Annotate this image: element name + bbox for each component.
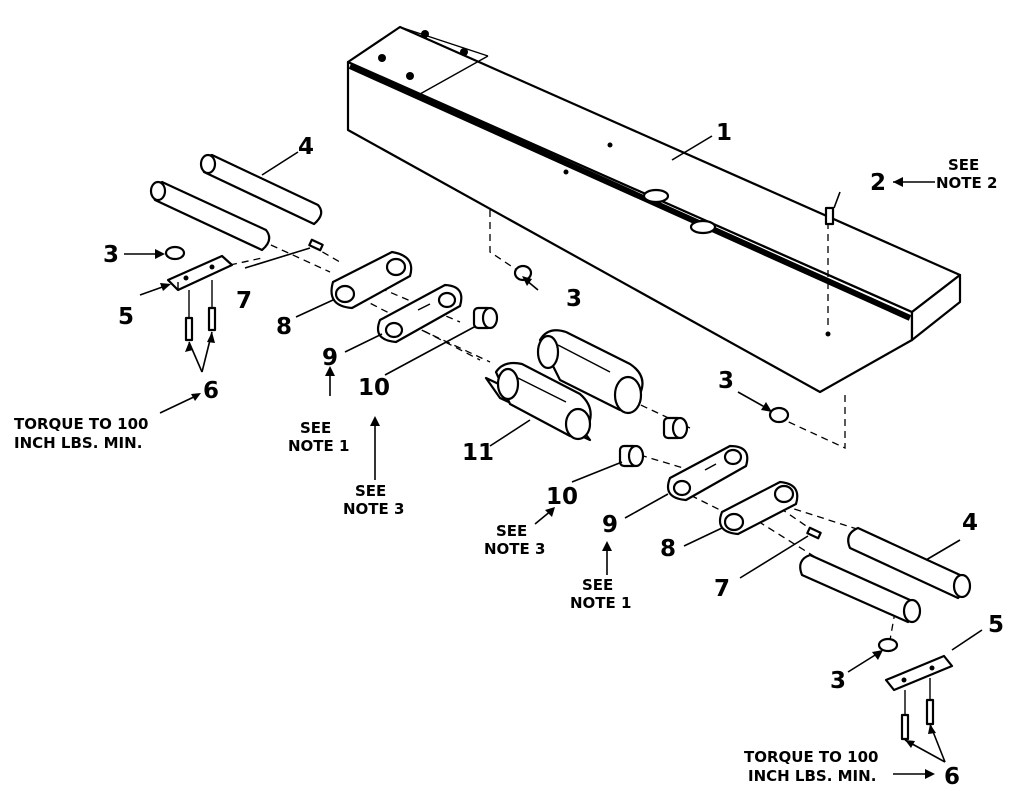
callout-8-right: 8 (660, 536, 676, 562)
see-note-1-right-line2: NOTE 1 (570, 594, 631, 612)
torque-note-left-line2: INCH LBS. MIN. (14, 434, 142, 452)
see-note-2-line2: NOTE 2 (936, 174, 997, 192)
see-note-3-left-line2: NOTE 3 (343, 500, 404, 518)
callout-8-left: 8 (276, 314, 292, 340)
callout-9-left: 9 (322, 345, 338, 371)
screw-part (900, 678, 935, 741)
side-plate-part (376, 283, 463, 344)
callout-3-bottom: 3 (830, 668, 846, 694)
callout-3-center: 3 (566, 286, 582, 312)
see-note-3-right-line1: SEE (496, 522, 527, 540)
torque-note-right-line1: TORQUE TO 100 (744, 748, 878, 766)
washer-part (768, 406, 790, 424)
callout-5-left: 5 (118, 304, 134, 330)
pin-part (824, 206, 835, 226)
link-plate-part (718, 480, 799, 536)
callout-9-right: 9 (602, 512, 618, 538)
callout-10-right: 10 (546, 484, 578, 510)
callout-7-right: 7 (714, 576, 730, 602)
washer-part (164, 245, 186, 261)
callout-4-lower: 4 (962, 510, 978, 536)
see-note-2-line1: SEE (948, 156, 979, 174)
side-plate-part (666, 444, 749, 502)
callout-10-left: 10 (358, 375, 390, 401)
rod-part-upper-left (149, 153, 323, 252)
link-plate-part (330, 250, 413, 310)
bushing-part (618, 444, 645, 468)
clamp-plate-part (166, 254, 234, 292)
see-note-3-right-line2: NOTE 3 (484, 540, 545, 558)
roller-carriage-part (484, 329, 644, 442)
see-note-1-left-line1: SEE (300, 419, 331, 437)
torque-note-right-line2: INCH LBS. MIN. (748, 767, 876, 785)
clamp-plate-part (884, 654, 954, 692)
callout-3-left: 3 (103, 242, 119, 268)
callout-2: 2 (870, 170, 886, 196)
callout-1: 1 (716, 120, 732, 146)
callout-6-right: 6 (944, 764, 960, 790)
rod-part-lower-right (799, 526, 972, 624)
screw-part (184, 280, 217, 342)
see-note-1-left-line2: NOTE 1 (288, 437, 349, 455)
see-note-1-right-line1: SEE (582, 576, 613, 594)
bushing-part (472, 306, 499, 330)
bushing-part (662, 416, 689, 440)
leader-lines (124, 135, 983, 779)
set-screw-part (806, 526, 822, 540)
callout-7-left: 7 (236, 288, 252, 314)
callout-3-right: 3 (718, 368, 734, 394)
washer-part (877, 637, 899, 653)
callout-5-right: 5 (988, 612, 1004, 638)
torque-note-left-line1: TORQUE TO 100 (14, 415, 148, 433)
callout-4-upper: 4 (298, 134, 314, 160)
set-screw-part (308, 238, 324, 252)
see-note-3-left-line1: SEE (355, 482, 386, 500)
callout-6-left: 6 (203, 378, 219, 404)
washer-part (513, 264, 533, 282)
callout-11: 11 (462, 440, 494, 466)
base-block-part (346, 25, 962, 394)
